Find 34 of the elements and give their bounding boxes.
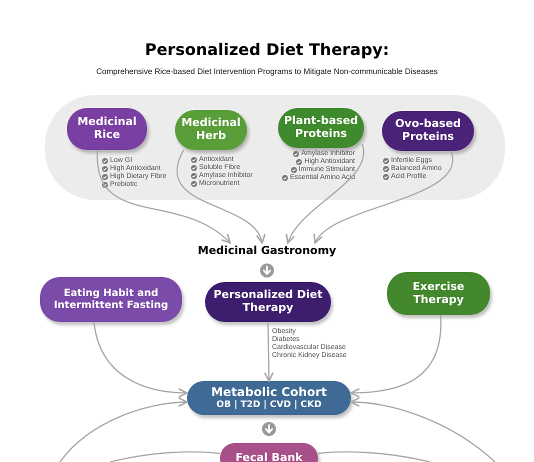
node-title: Plant-based Proteins [282, 115, 360, 141]
arrow [96, 150, 231, 244]
subtitle: Comprehensive Rice-based Diet Intervention Programs to Mitigate Non-communicable Diseases [96, 66, 438, 78]
node-title: Exercise Therapy [412, 280, 466, 306]
arrow [93, 322, 188, 398]
pill-box [67, 108, 147, 150]
arrow [314, 150, 454, 244]
pill-box [205, 282, 331, 322]
arrow-circle-icon [262, 422, 276, 436]
connector-line [110, 451, 220, 462]
pill-box [382, 111, 474, 151]
arrow [60, 397, 188, 462]
node-title: Eating Habit and Intermittent Fasting [52, 288, 170, 311]
node-title: Metabolic Cohort [211, 386, 327, 400]
pill-box [187, 381, 351, 415]
pill-box [40, 277, 182, 322]
node-title: Fecal Bank [235, 452, 303, 462]
node-title: Personalized Diet Therapy [212, 289, 324, 315]
node-title: Medicinal Herb [180, 117, 242, 143]
pill-box [175, 110, 247, 150]
step-label: Medicinal Gastronomy [198, 242, 336, 259]
arrow [176, 150, 264, 244]
arrow [350, 397, 496, 462]
connector-line [318, 451, 430, 462]
node-subtitle: OB | T2D | CVD | CKD [216, 400, 322, 410]
arrow [350, 315, 442, 398]
pill-box [387, 272, 490, 315]
pill-box [278, 108, 364, 148]
arrow [286, 144, 364, 244]
node-title: Medicinal Rice [76, 116, 138, 142]
title: Personalized Diet Therapy: [144, 39, 390, 61]
arrow-circle-icon [260, 264, 274, 278]
node-title: Ovo-based Proteins [394, 118, 462, 144]
arrow [264, 322, 274, 382]
